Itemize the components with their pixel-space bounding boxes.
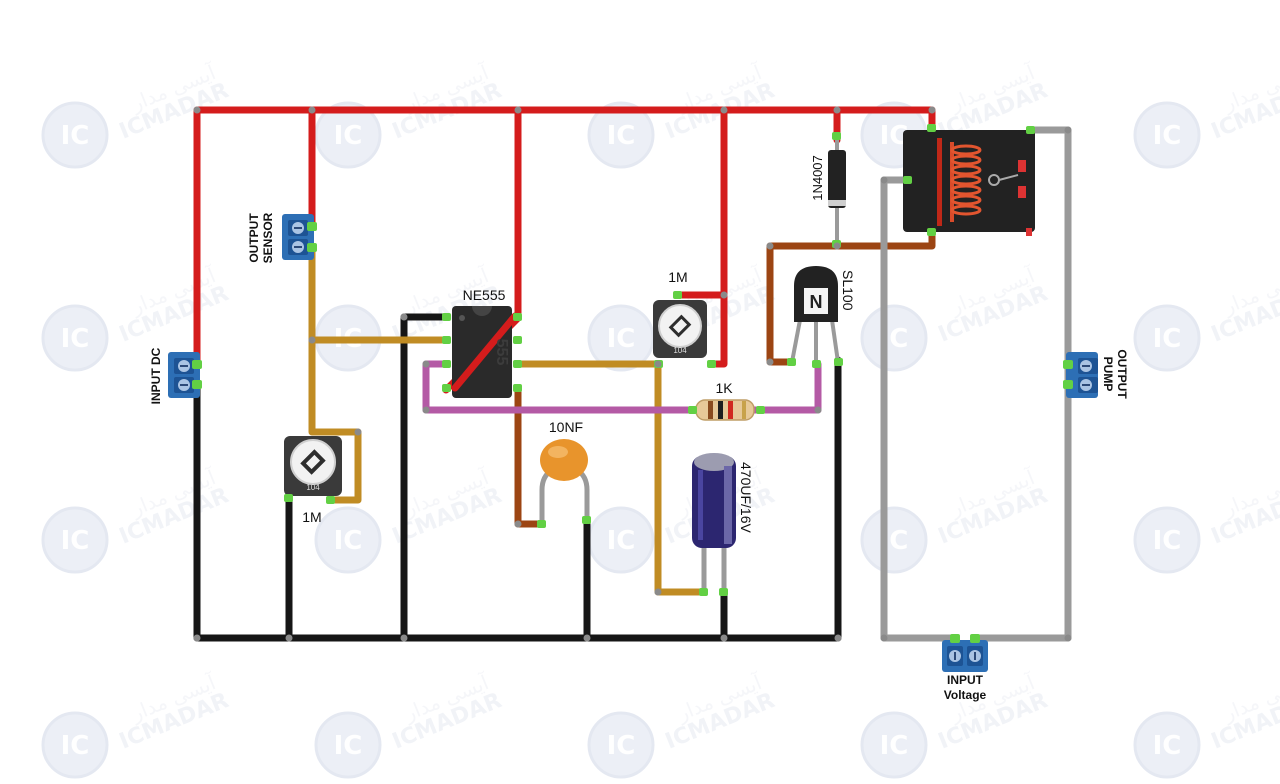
wire-red-top-rail xyxy=(193,106,936,369)
svg-text:IC: IC xyxy=(607,324,636,354)
terminal-input-dc xyxy=(168,352,200,398)
label-output-sensor-line2: SENSOR xyxy=(261,212,275,263)
ne555-marking: 555 xyxy=(493,339,510,366)
pot-top-marking: 104 xyxy=(673,346,687,355)
svg-text:IC: IC xyxy=(607,731,636,761)
ne555-chip xyxy=(451,306,519,398)
transistor-marking: N xyxy=(810,292,823,312)
label-pot-bottom: 1M xyxy=(302,509,321,525)
svg-text:IC: IC xyxy=(880,731,909,761)
svg-text:IC: IC xyxy=(334,121,363,151)
svg-text:IC: IC xyxy=(1153,731,1182,761)
svg-text:IC: IC xyxy=(607,526,636,556)
electrolytic-capacitor xyxy=(692,453,736,592)
svg-text:IC: IC xyxy=(61,731,90,761)
label-input-voltage-line2: Voltage xyxy=(944,688,987,702)
transistor-sl100 xyxy=(790,266,840,364)
terminal-output-pump xyxy=(1066,352,1098,398)
label-transistor: SL100 xyxy=(840,270,856,311)
svg-text:IC: IC xyxy=(1153,526,1182,556)
svg-text:IC: IC xyxy=(334,731,363,761)
label-pot-top: 1M xyxy=(668,269,687,285)
label-output-pump-line2: PUMP xyxy=(1101,357,1115,392)
svg-text:IC: IC xyxy=(1153,121,1182,151)
label-electrolytic-capacitor: 470UF/16V xyxy=(738,462,754,533)
svg-text:IC: IC xyxy=(334,526,363,556)
pot-bottom-marking: 104 xyxy=(306,483,320,492)
label-input-dc: INPUT DC xyxy=(149,347,163,404)
potentiometer-bottom xyxy=(284,436,342,496)
wire-black-ground-rail xyxy=(193,356,842,642)
diode-1n4007 xyxy=(828,140,846,246)
terminal-input-voltage xyxy=(942,640,988,672)
label-ceramic-capacitor: 10NF xyxy=(549,419,583,435)
svg-text:IC: IC xyxy=(61,121,90,151)
svg-text:IC: IC xyxy=(607,121,636,151)
label-diode: 1N4007 xyxy=(810,155,825,201)
svg-text:IC: IC xyxy=(1153,324,1182,354)
wire-gray-left xyxy=(880,176,959,642)
label-input-voltage-line1: INPUT xyxy=(947,673,984,687)
label-resistor: 1K xyxy=(715,380,733,396)
svg-text:IC: IC xyxy=(61,526,90,556)
relay xyxy=(903,130,1035,236)
label-ne555: NE555 xyxy=(463,287,506,303)
resistor-1k xyxy=(695,399,755,421)
wire-olive-threshold xyxy=(514,360,706,596)
wire-joints xyxy=(193,106,1072,642)
svg-text:IC: IC xyxy=(61,324,90,354)
label-output-pump-line1: OUTPUT xyxy=(1115,349,1129,399)
ceramic-capacitor xyxy=(539,439,590,520)
label-output-sensor-line1: OUTPUT xyxy=(247,213,261,263)
connection-points xyxy=(192,124,1073,643)
potentiometer-top xyxy=(653,300,707,358)
terminal-output-sensor xyxy=(282,214,314,260)
